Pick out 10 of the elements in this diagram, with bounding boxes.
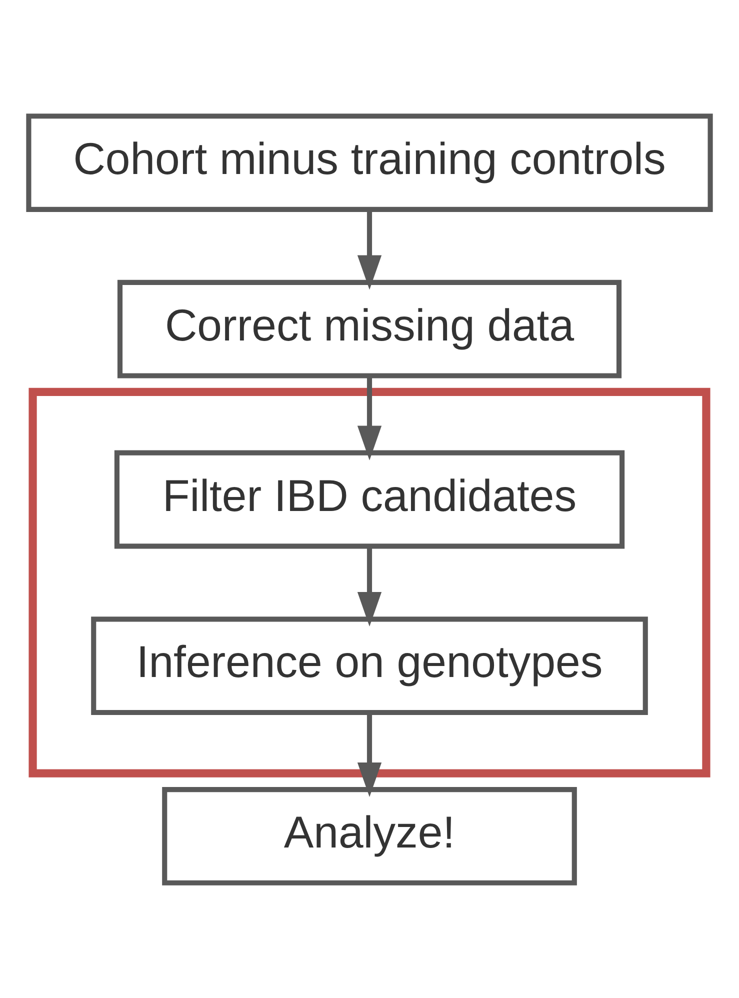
node-box: Correct missing data: [117, 279, 622, 378]
cluster: [28, 387, 710, 777]
node-box: Analyze!: [162, 786, 577, 885]
node-box: Filter IBD candidates: [114, 450, 625, 548]
arrow: [357, 210, 382, 290]
node-box: Cohort minus training controls: [26, 113, 713, 212]
arrow: [357, 376, 382, 460]
arrow: [357, 712, 382, 797]
arrow: [357, 546, 382, 626]
node-box: Inference on genotypes: [91, 616, 648, 715]
